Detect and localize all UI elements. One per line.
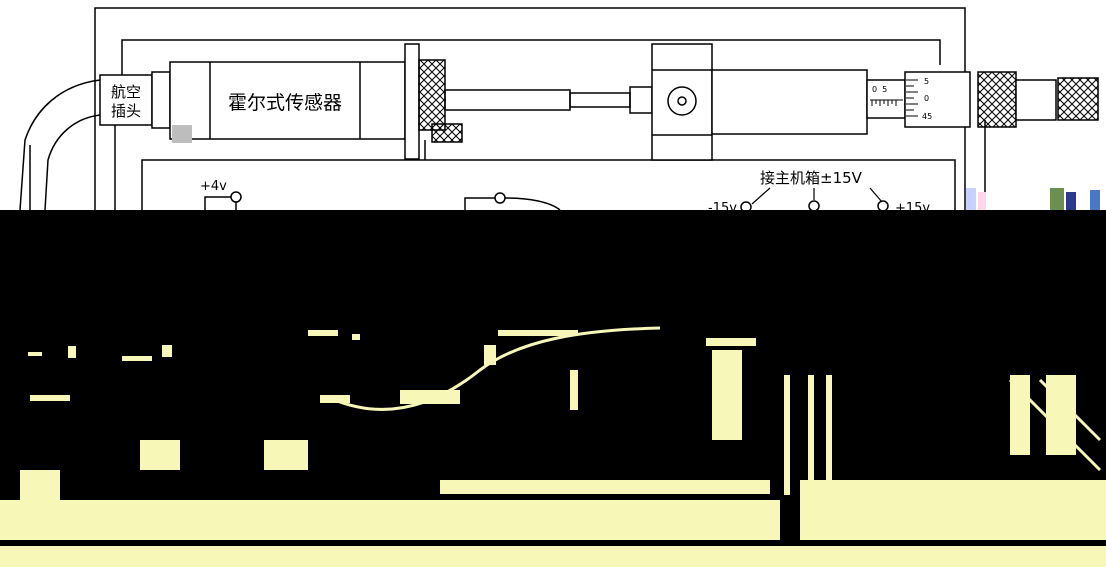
power-connection-label: 接主机箱±15V [760, 169, 863, 187]
hall-sensor-body [169, 61, 406, 140]
cable [19, 79, 101, 211]
micrometer-thimble [904, 71, 971, 128]
signal-terminal [494, 192, 506, 204]
slider-ring-outer [667, 86, 697, 116]
knurled-nut-left [418, 59, 446, 131]
thimble-scale-bottom: 45 [922, 112, 932, 121]
plus4v-label: +4v [200, 179, 227, 194]
knurled-thimble [977, 71, 1017, 128]
corruption-yellow [0, 480, 1106, 567]
slider-ring-inner [677, 96, 687, 106]
knurled-ratchet [1057, 77, 1099, 121]
nut-base [431, 123, 463, 143]
ground-terminal [808, 200, 820, 212]
sensor-label: 霍尔式传感器 [228, 92, 342, 114]
shaft [444, 86, 653, 114]
connector-label-line1: 航空 [111, 83, 141, 101]
plus4v-terminal [230, 191, 242, 203]
plus15v-terminal [877, 200, 889, 212]
micrometer-sleeve-scale: 0 5 [872, 85, 887, 94]
connector-label-line2: 插头 [111, 102, 141, 120]
corruption-lines [329, 326, 1102, 472]
micrometer-ticks [870, 99, 903, 106]
thimble-scale-top: 5 [924, 77, 929, 86]
slider-block [651, 43, 713, 161]
color-artifact [966, 188, 1100, 210]
mount-plate [404, 43, 420, 160]
sensor-flange [151, 71, 171, 129]
corruption-noise [20, 330, 1076, 500]
gray-patch [172, 125, 192, 143]
thimble-scale-mid: 0 [924, 94, 929, 103]
